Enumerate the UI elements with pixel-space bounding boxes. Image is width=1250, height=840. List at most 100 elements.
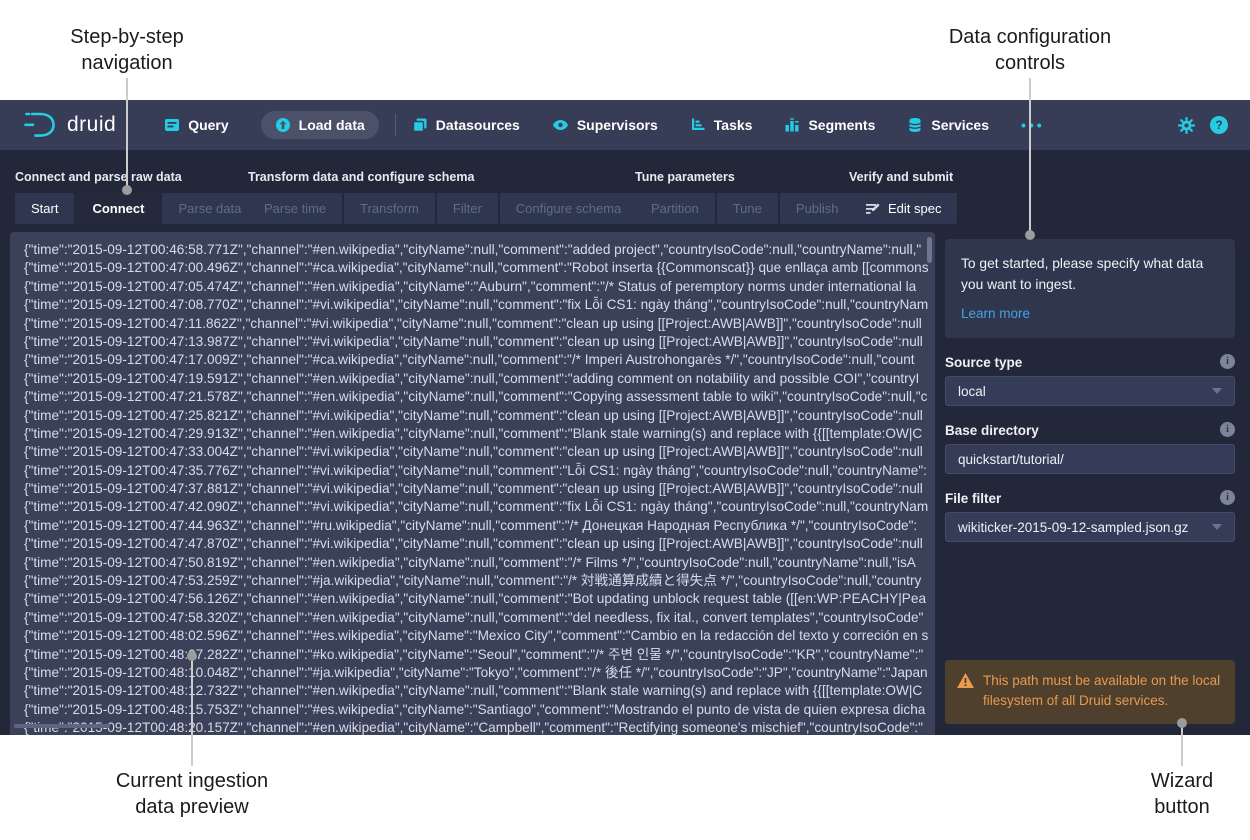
tasks-icon — [690, 117, 706, 133]
source-type-select[interactable]: local — [945, 376, 1235, 406]
nav-item-services[interactable]: Services — [907, 117, 989, 133]
annotation-line: Wizard — [1150, 770, 1214, 792]
step-group-title: Transform data and configure schema — [248, 170, 475, 184]
upload-icon — [275, 117, 291, 133]
preview-line: {"time":"2015-09-12T00:47:05.474Z","chan… — [24, 278, 917, 294]
query-icon — [164, 117, 180, 133]
annotation-line: Current ingestion — [115, 770, 269, 792]
warning-text: This path must be available on the local… — [983, 673, 1221, 708]
gear-icon[interactable] — [1177, 116, 1196, 135]
druid-logo[interactable]: druid — [22, 110, 116, 140]
annotation-data-preview: Current ingestion data preview — [82, 768, 302, 820]
nav-item-label: Services — [931, 117, 989, 133]
step-group-title: Verify and submit — [849, 170, 954, 184]
base-directory-value: quickstart/tutorial/ — [958, 451, 1064, 467]
file-filter-label: File filter — [945, 491, 1002, 506]
callout-dot — [187, 651, 197, 661]
preview-line: {"time":"2015-09-12T00:46:58.771Z","chan… — [24, 242, 922, 257]
annotation-line: controls — [994, 52, 1066, 74]
nav-item-segments[interactable]: Segments — [784, 117, 875, 133]
preview-line: {"time":"2015-09-12T00:47:37.881Z","chan… — [24, 481, 923, 497]
vertical-scrollbar-thumb[interactable] — [927, 237, 932, 263]
nav-item-label: Datasources — [435, 117, 520, 133]
warning-icon — [957, 671, 974, 713]
preview-line: {"time":"2015-09-12T00:48:07.282Z","chan… — [24, 646, 924, 662]
nav-item-supervisors[interactable]: Supervisors — [552, 117, 658, 133]
preview-line: {"time":"2015-09-12T00:48:10.048Z","chan… — [24, 664, 928, 680]
preview-line: {"time":"2015-09-12T00:47:11.862Z","chan… — [24, 315, 922, 331]
nav-item-label: Tasks — [713, 117, 753, 133]
druid-logo-icon — [22, 110, 58, 140]
preview-line: {"time":"2015-09-12T00:47:21.578Z","chan… — [24, 389, 928, 405]
chevron-down-icon — [1212, 524, 1222, 530]
nav-item-datasources[interactable]: Datasources — [412, 117, 520, 133]
annotation-line: data preview — [135, 796, 249, 818]
preview-line: {"time":"2015-09-12T00:47:47.870Z","chan… — [24, 536, 923, 552]
preview-line: {"time":"2015-09-12T00:47:56.126Z","chan… — [24, 591, 926, 607]
preview-line: {"time":"2015-09-12T00:47:17.009Z","chan… — [24, 352, 915, 368]
preview-line: {"time":"2015-09-12T00:48:20.157Z","chan… — [24, 720, 923, 735]
step-button-publish[interactable]: Publish — [779, 193, 855, 224]
preview-line: {"time":"2015-09-12T00:47:35.776Z","chan… — [24, 462, 927, 478]
step-button-edit-spec[interactable]: Edit spec — [849, 193, 958, 224]
druid-console: druid Query Load data Datasources — [0, 100, 1250, 735]
base-directory-input[interactable]: quickstart/tutorial/ — [945, 444, 1235, 474]
nav-item-tasks[interactable]: Tasks — [690, 117, 753, 133]
step-button-transform[interactable]: Transform — [344, 193, 435, 224]
info-icon[interactable]: i — [1220, 422, 1235, 437]
horizontal-scrollbar-thumb[interactable] — [14, 724, 110, 728]
preview-line: {"time":"2015-09-12T00:47:25.821Z","chan… — [24, 407, 923, 423]
preview-line: {"time":"2015-09-12T00:48:15.753Z","chan… — [24, 701, 926, 717]
nav-item-query[interactable]: Query — [164, 117, 229, 133]
callout-dot — [1025, 230, 1035, 240]
step-button-start[interactable]: Start — [15, 193, 75, 224]
callout-dot — [1177, 718, 1187, 728]
more-menu-icon[interactable]: ••• — [1020, 117, 1045, 133]
file-filter-select[interactable]: wikiticker-2015-09-12-sampled.json.gz — [945, 512, 1235, 542]
preview-line: {"time":"2015-09-12T00:47:53.259Z","chan… — [24, 573, 922, 589]
step-button-parse-data[interactable]: Parse data — [162, 193, 258, 224]
nav-divider — [394, 114, 396, 136]
nav-item-label: Load data — [298, 117, 365, 133]
callout-line — [191, 659, 193, 766]
annotation-line: button — [1154, 796, 1210, 818]
nav-item-label: Query — [188, 117, 229, 133]
nav-item-load-data[interactable]: Load data — [260, 111, 379, 139]
step-button-configure-schema[interactable]: Configure schema — [499, 193, 638, 224]
learn-more-link[interactable]: Learn more — [961, 306, 1031, 321]
step-button-label: Edit spec — [888, 201, 942, 216]
step-button-partition[interactable]: Partition — [635, 193, 715, 224]
step-group-transform: Transform data and configure schema Pars… — [248, 170, 639, 224]
annotation-step-navigation: Step-by-step navigation — [17, 24, 237, 76]
info-icon[interactable]: i — [1220, 490, 1235, 505]
preview-line: {"time":"2015-09-12T00:48:12.732Z","chan… — [24, 683, 923, 699]
step-button-filter[interactable]: Filter — [436, 193, 498, 224]
navbar-right: ? — [1177, 116, 1228, 135]
source-type-label: Source type — [945, 355, 1023, 370]
preview-line: {"time":"2015-09-12T00:47:58.320Z","chan… — [24, 609, 924, 625]
help-icon[interactable]: ? — [1210, 116, 1228, 134]
step-group-title: Connect and parse raw data — [15, 170, 182, 184]
step-button-tune[interactable]: Tune — [716, 193, 778, 224]
nav-item-label: Segments — [808, 117, 876, 133]
preview-line: {"time":"2015-09-12T00:47:00.496Z","chan… — [24, 260, 929, 276]
chevron-down-icon — [1212, 388, 1222, 394]
callout-line — [1181, 727, 1183, 766]
edit-spec-icon — [865, 201, 881, 217]
eye-icon — [552, 117, 569, 133]
druid-logo-text: druid — [67, 113, 117, 136]
preview-line: {"time":"2015-09-12T00:47:50.819Z","chan… — [24, 554, 916, 570]
callout-dot — [122, 185, 132, 195]
step-button-parse-time[interactable]: Parse time — [248, 193, 343, 224]
annotation-line: Step-by-step — [70, 26, 184, 48]
intro-text: To get started, please specify what data… — [961, 256, 1204, 292]
warning-callout: This path must be available on the local… — [945, 660, 1235, 724]
preview-line: {"time":"2015-09-12T00:47:33.004Z","chan… — [24, 444, 923, 460]
step-button-connect[interactable]: Connect — [76, 193, 161, 224]
info-icon[interactable]: i — [1220, 354, 1235, 369]
preview-line: {"time":"2015-09-12T00:47:13.987Z","chan… — [24, 333, 923, 349]
step-group-title: Tune parameters — [635, 170, 735, 184]
datasources-icon — [412, 117, 428, 133]
raw-data-preview[interactable]: {"time":"2015-09-12T00:46:58.771Z","chan… — [10, 232, 935, 735]
